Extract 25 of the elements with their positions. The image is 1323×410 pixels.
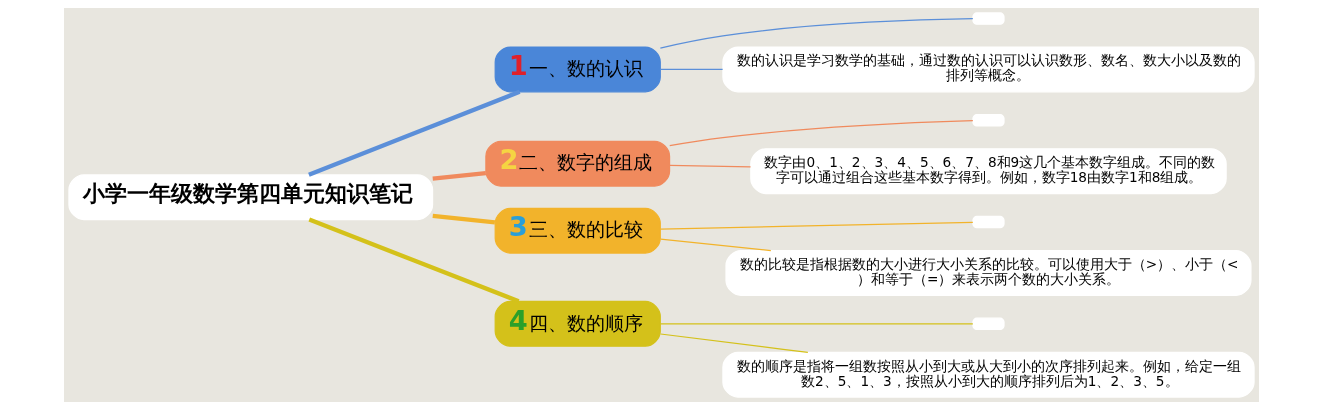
node-box: 数的认识是学习数学的基础，通过数的认识可以认识数形、数名、数大小以及数的排列等概念。 — [722, 46, 1255, 93]
connector — [668, 164, 752, 168]
connector — [660, 333, 809, 353]
node-box — [972, 317, 1005, 330]
node-box: 1 一、数的认识 — [494, 46, 661, 93]
connector — [432, 170, 487, 181]
connector — [660, 68, 724, 71]
node-box — [972, 12, 1005, 25]
connector — [660, 323, 974, 325]
node-box: 数字由0、1、2、3、4、5、6、7、8和9这几个基本数字组成。不同的数字可以通过组合这些基本数字得到。例如，数字18由数字1和8组成。 — [750, 148, 1227, 195]
node-box: 4 四、数的顺序 — [494, 300, 661, 347]
node-box — [972, 215, 1005, 229]
node-box: 2二、数字的组成 — [485, 140, 671, 187]
connector — [669, 120, 974, 147]
node-box: 数的比较是指根据数的大小进行大小关系的比较。可以使用大于（>）、小于（<）和等于（=）来表示两个数的大小关系。 — [725, 250, 1252, 296]
connector — [660, 221, 974, 230]
node-box — [972, 114, 1005, 127]
connector — [308, 217, 520, 304]
node-box: 3三、数的比较 — [494, 207, 661, 254]
node-box: 数的顺序是指将一组数按照从小到大或从大到小的次序排列起来。例如，给定一组数2、5、1、3，按照从小到大的顺序排列后为1、2、3、5。 — [722, 351, 1255, 398]
node-box: 小学一年级数学第四单元知识笔记 — [68, 174, 434, 221]
connector — [659, 18, 974, 49]
connector — [432, 213, 496, 225]
connector — [308, 89, 521, 177]
connector — [660, 238, 772, 252]
